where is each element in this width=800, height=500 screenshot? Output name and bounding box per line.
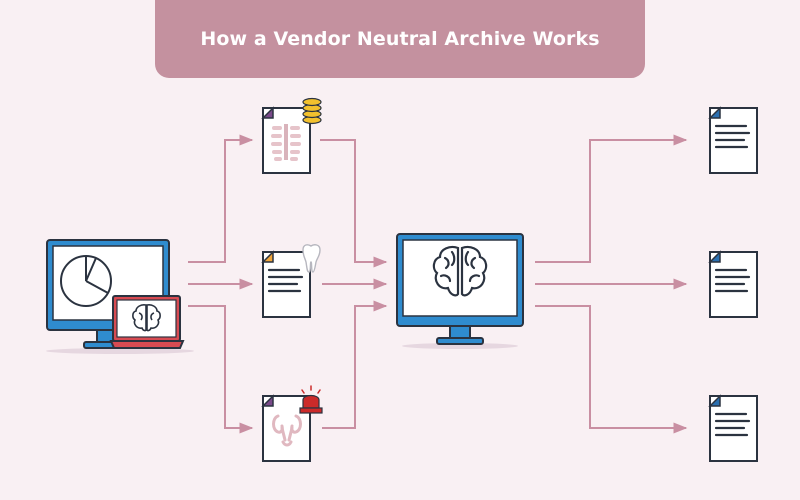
arrow-source-to-xray: [188, 134, 254, 263]
title-banner: How a Vendor Neutral Archive Works: [155, 0, 645, 78]
tooth-icon: [302, 244, 321, 273]
source-workstation: [46, 239, 194, 354]
laptop-brain-icon: [109, 295, 185, 349]
document-ribcage-icon: [261, 106, 311, 174]
arrow-xray-to-archive: [320, 139, 388, 268]
coin-stack-icon: [302, 97, 322, 125]
diagram-title: How a Vendor Neutral Archive Works: [200, 28, 600, 50]
document-kidney-icon: [261, 394, 311, 462]
siren-icon: [299, 385, 323, 414]
arrow-source-to-kidney: [188, 305, 254, 434]
output-document-1: [708, 106, 758, 174]
arrow-kidney-to-archive: [322, 300, 388, 429]
monitor-brain-icon: [396, 233, 524, 349]
output-document-2: [708, 250, 758, 318]
arrow-archive-to-output-3: [535, 305, 688, 434]
flow-arrows: [188, 134, 688, 434]
document-text-icon: [261, 250, 311, 318]
arrow-archive-to-output-1: [535, 134, 688, 263]
output-document-3: [708, 394, 758, 462]
